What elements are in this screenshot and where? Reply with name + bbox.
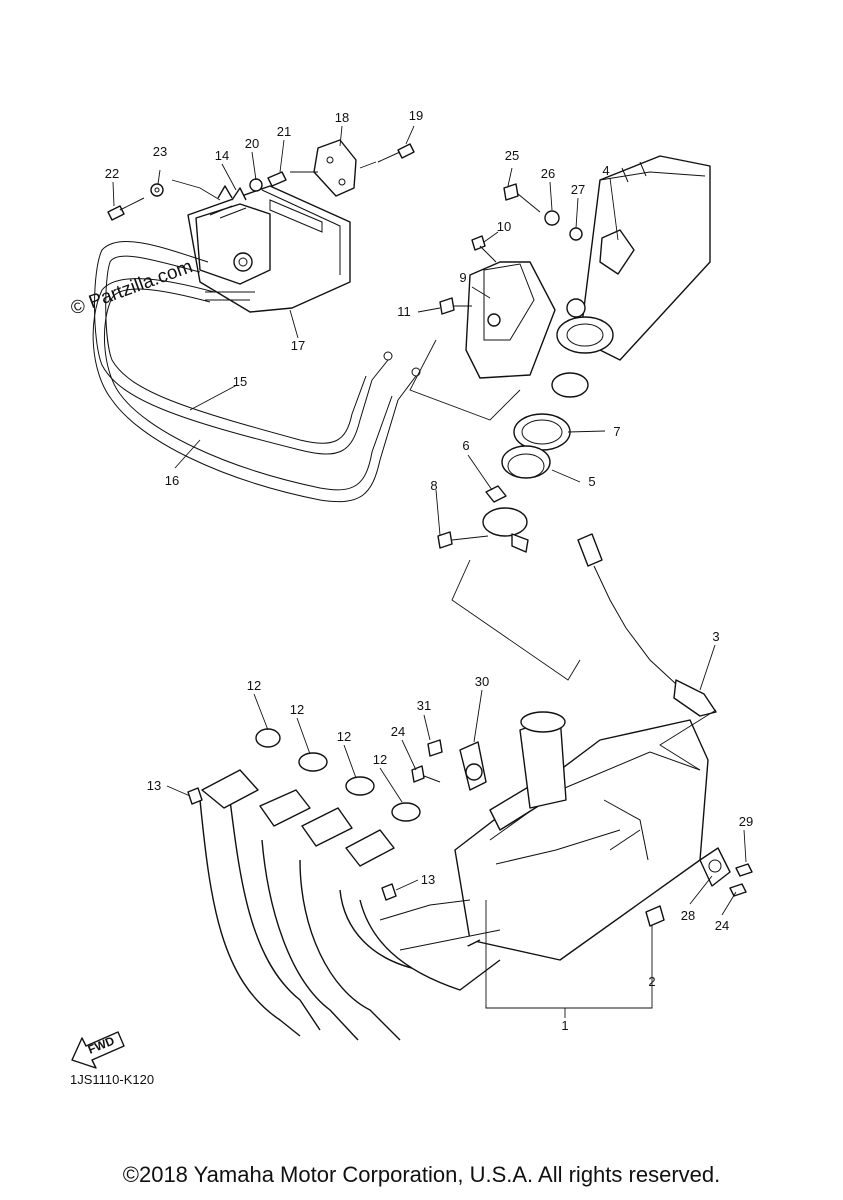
callout-12-d: 12 xyxy=(373,752,387,767)
copyright-notice: ©2018 Yamaha Motor Corporation, U.S.A. A… xyxy=(122,1162,721,1187)
callout-15: 15 xyxy=(233,374,247,389)
callout-1: 1 xyxy=(561,1018,568,1033)
leader-lines xyxy=(112,125,747,1018)
callout-10: 10 xyxy=(497,219,511,234)
callout-23: 23 xyxy=(153,144,167,159)
muffler-end-section xyxy=(556,155,711,361)
callout-2: 2 xyxy=(648,974,655,989)
callout-29: 29 xyxy=(739,814,753,829)
callout-26: 26 xyxy=(541,166,555,181)
exhaust-header-and-muffler xyxy=(187,711,753,1041)
callout-labels: 1 2 3 4 5 6 7 8 9 10 11 12 12 12 12 13 1… xyxy=(105,108,753,1033)
callout-11: 11 xyxy=(397,304,411,319)
callout-3: 3 xyxy=(712,629,719,644)
callout-8: 8 xyxy=(430,478,437,493)
callout-13-b: 13 xyxy=(421,872,435,887)
servo-bracket-assembly xyxy=(187,185,351,313)
callout-24-b: 24 xyxy=(715,918,729,933)
fwd-arrow-icon: FWD xyxy=(71,1031,125,1069)
callout-18: 18 xyxy=(335,110,349,125)
callout-30: 30 xyxy=(475,674,489,689)
callout-4: 4 xyxy=(602,163,609,178)
callout-12-c: 12 xyxy=(337,729,351,744)
callout-6: 6 xyxy=(462,438,469,453)
callout-12-b: 12 xyxy=(290,702,304,717)
callout-13-a: 13 xyxy=(147,778,161,793)
callout-31: 31 xyxy=(417,698,431,713)
muffler-bracket xyxy=(465,261,556,379)
callout-12-a: 12 xyxy=(247,678,261,693)
callout-25: 25 xyxy=(505,148,519,163)
callout-14: 14 xyxy=(215,148,229,163)
callout-17: 17 xyxy=(291,338,305,353)
callout-21: 21 xyxy=(277,124,291,139)
callout-9: 9 xyxy=(459,270,466,285)
callout-5: 5 xyxy=(588,474,595,489)
callout-20: 20 xyxy=(245,136,259,151)
callout-22: 22 xyxy=(105,166,119,181)
o2-sensor xyxy=(577,533,717,717)
callout-16: 16 xyxy=(165,473,179,488)
callout-28: 28 xyxy=(681,908,695,923)
callout-19: 19 xyxy=(409,108,423,123)
callout-7: 7 xyxy=(613,424,620,439)
diagram-code: 1JS1110-K120 xyxy=(70,1072,155,1087)
callout-27: 27 xyxy=(571,182,585,197)
callout-24-a: 24 xyxy=(391,724,405,739)
gasket-rings xyxy=(482,372,589,553)
throttle-cables xyxy=(92,241,421,503)
